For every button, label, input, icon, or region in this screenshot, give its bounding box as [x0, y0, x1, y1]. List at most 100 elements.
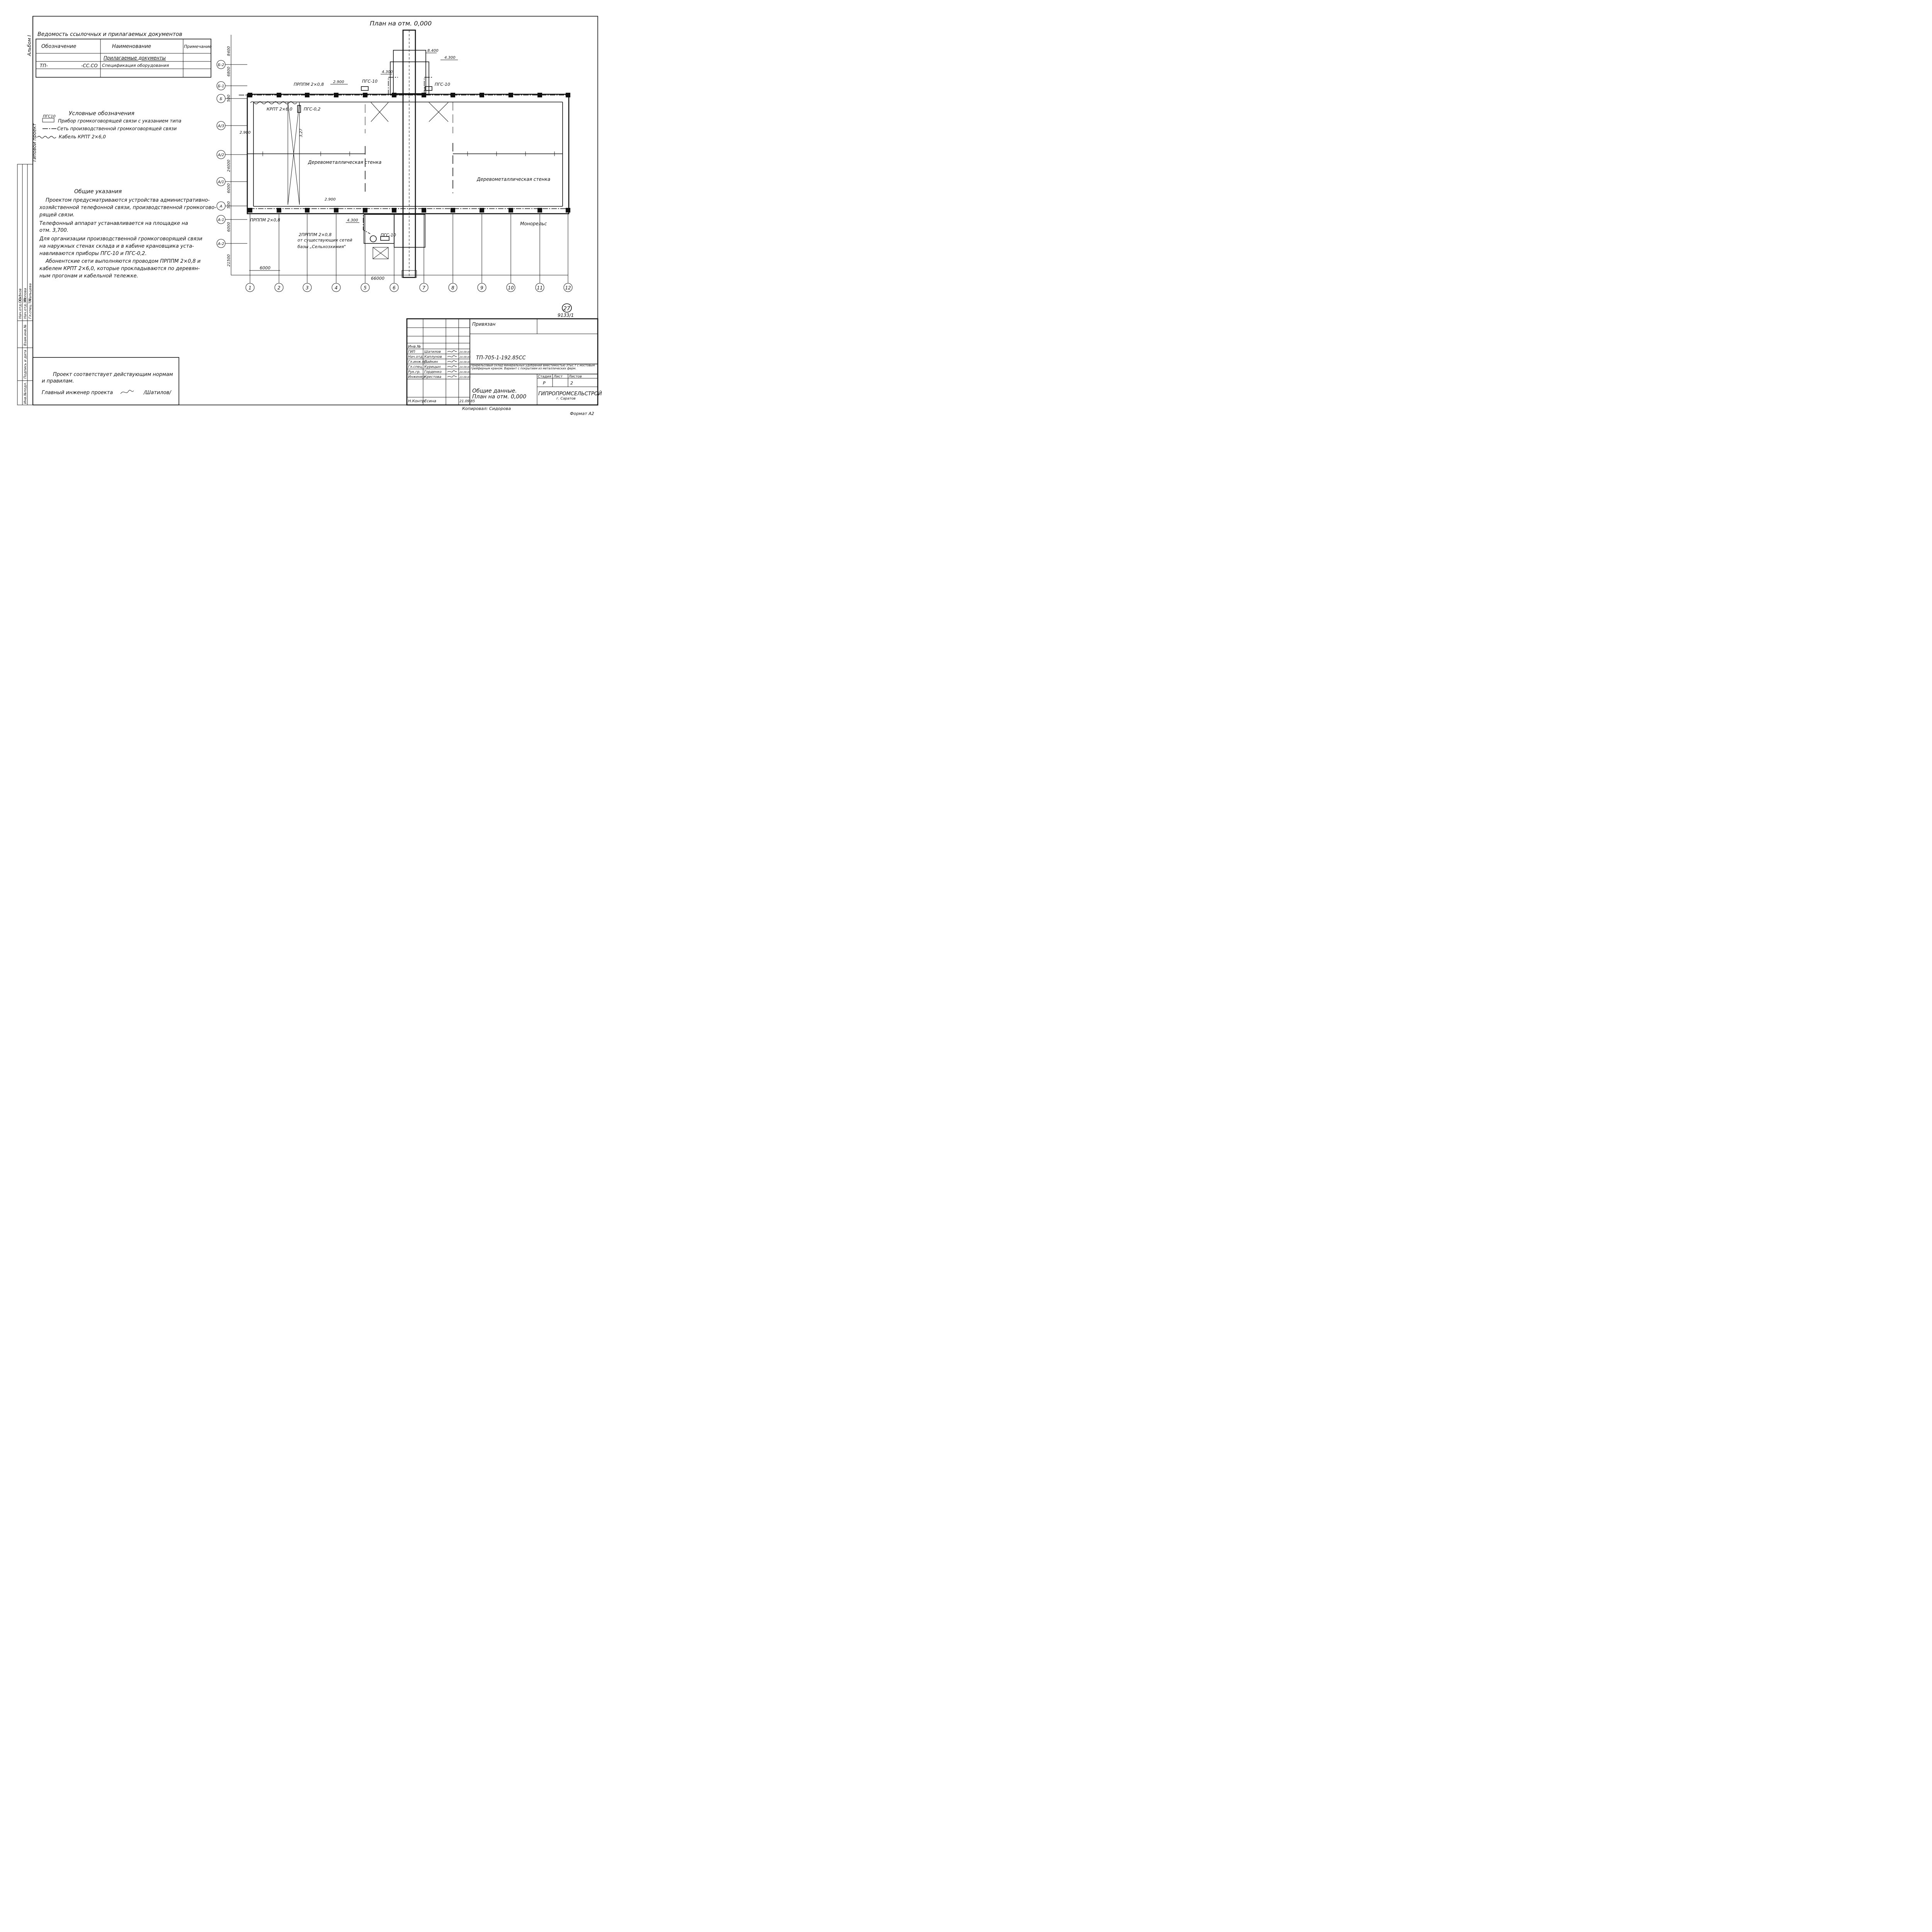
tb-stage-v1: 2 — [570, 381, 573, 386]
side-name-2: Мальцева — [29, 283, 32, 301]
row-axis-label: А/3 — [218, 124, 224, 128]
column-axis-label: 4 — [335, 285, 338, 291]
column-bottom-1 — [277, 208, 281, 213]
side-label-5: Инв.№подл. — [24, 382, 27, 404]
references-title: Ведомость ссылочных и прилагаемых докуме… — [37, 31, 182, 37]
legend-title: Условные обозначения — [69, 111, 134, 117]
label-pgs02: ПГС-0,2 — [304, 107, 321, 112]
column-axis-9: 10 — [506, 214, 515, 292]
row-axis-label: Б-2 — [218, 63, 224, 67]
label-ext-2: от существующих сетей — [298, 238, 352, 243]
signature-mark — [447, 375, 457, 378]
project-type-label: Типовой проект — [32, 123, 37, 162]
pgs-symbol-icon: ПГС10 — [42, 114, 56, 122]
side-name-1: Попова — [24, 288, 27, 301]
note-line-7: навливаются приборы ПГС-10 и ПГС-0,2. — [39, 251, 147, 257]
row-axis-7: А-1 — [216, 215, 247, 224]
row-axis-1: Б-1 — [216, 81, 247, 90]
ref-name: Спецификация оборудования — [102, 63, 169, 68]
dim-bottom-0: 6000 — [260, 265, 270, 270]
column-axis-11: 12 — [563, 214, 573, 292]
note-line-5: Для организации производственной громког… — [39, 236, 202, 242]
elev-8400: 8.400 — [427, 49, 439, 53]
column-bottom-10 — [537, 208, 542, 213]
compliance-line1: Проект соответствует действующим нормам — [53, 372, 173, 378]
row-axis-label: А-1 — [218, 218, 224, 222]
row-axis-6: А — [216, 201, 247, 211]
column-axis-7: 8 — [448, 214, 457, 292]
compliance-line3: Главный инженер проекта — [42, 390, 113, 396]
row-axis-label: Б-1 — [218, 84, 224, 88]
title-block: Привязан Инв.№ ТП-705-1-192.85СС Прирель… — [406, 318, 602, 406]
dim-left-3: 24000 — [227, 160, 231, 172]
staff-date: 24.09.85 — [459, 355, 471, 359]
tb-stage-h2: Листов — [568, 375, 582, 379]
column-axis-6: 7 — [419, 214, 429, 292]
label-prppm-top: ПРППМ 2×0,8 — [294, 82, 324, 87]
legend-item-0: Прибор громкоговорящей связи с указанием… — [58, 118, 181, 124]
side-label-3: Взам.инв.№ — [24, 325, 27, 346]
side-label-0: Нач.отд.СО-1 — [19, 294, 22, 319]
staff-name: Горденко — [424, 370, 442, 374]
drawing-sheet: Альбом I Типовой проект Нач.отд.СО-1 Нач… — [17, 16, 602, 416]
column-bottom-3 — [334, 208, 338, 213]
ref-header-name: Наименование — [112, 44, 151, 49]
sheet-number: 27 — [562, 303, 572, 313]
svg-text:ПГС10: ПГС10 — [43, 114, 56, 119]
column-axis-label: 11 — [537, 285, 543, 291]
staff-name: Каплунов — [424, 355, 442, 359]
compliance-signer: /Шатилов/ — [143, 390, 172, 396]
column-axis-0: 1 — [245, 214, 255, 292]
archive-number: 9133/1 — [558, 313, 574, 318]
staff-date: 24.09.85 — [459, 366, 471, 369]
dim-left-5: 500 — [227, 201, 231, 209]
column-axis-label: 10 — [508, 285, 514, 291]
row-axis-3: А/3 — [216, 121, 247, 130]
label-pgs10-b: ПГС-10 — [435, 82, 450, 87]
staff-role: Гл.спец. — [408, 365, 423, 369]
pgs-device-icon — [297, 86, 432, 242]
column-bottom-6 — [422, 208, 426, 213]
row-axis-label: А — [219, 204, 223, 209]
dim-left-0: 8400 — [227, 46, 231, 56]
row-axis-label: А/2 — [218, 153, 224, 157]
ref-header-note: Примечание — [184, 44, 212, 49]
format-label: Формат А2 — [570, 411, 594, 416]
legend-item-2: Кабель КРПТ 2×6,0 — [59, 134, 106, 139]
tb-org-name: ГИПРОПРОМСЕЛЬСТРОЙ — [538, 391, 602, 397]
crane-cable — [250, 101, 297, 104]
column-axis-label: 8 — [451, 285, 454, 291]
side-stamp: Нач.отд.СО-1 Нач.отд.ЭН Гл.спец.ТП Катко… — [17, 164, 33, 405]
column-axis-label: 2 — [277, 285, 281, 291]
note-line-1: хозяйственной телефонной связи, производ… — [39, 205, 216, 211]
label-prppm-bottom: ПРППМ 2×0,8 — [250, 218, 280, 223]
note-line-9: кабелем КРПТ 2×6,0, которые прокладывают… — [39, 266, 200, 272]
row-axis-4: А/2 — [216, 150, 247, 159]
side-label-2: Гл.спец.ТП — [29, 299, 32, 319]
signature-mark — [447, 365, 457, 367]
dim-left-1: 6800 — [227, 67, 231, 77]
staff-date: 24.09.85 — [459, 350, 471, 354]
column-bottom-2 — [305, 208, 310, 213]
row-axis-label: А-2 — [218, 242, 224, 246]
compliance-box: Проект соответствует действующим нормам … — [32, 357, 179, 405]
column-axis-label: 12 — [565, 285, 571, 291]
column-axis-label: 6 — [393, 285, 396, 291]
label-ext-3: базы „Сельхозхимия" — [298, 244, 346, 249]
ref-section: Прилагаемые документы — [104, 55, 166, 61]
label-pgs10-a: ПГС-10 — [362, 79, 378, 84]
elev-327: 3,27 — [299, 128, 303, 137]
column-bottom-7 — [451, 208, 455, 213]
staff-date: 23.09.85 — [459, 376, 471, 379]
references-table: Ведомость ссылочных и прилагаемых докуме… — [36, 31, 212, 78]
tb-stage-v0: Р — [543, 381, 546, 386]
column-axis-10: 11 — [535, 214, 544, 292]
elev-2900a: 2.900 — [333, 80, 344, 84]
row-axis-0: Б-2 — [216, 60, 247, 69]
staff-date: 24.09.85 — [459, 371, 471, 374]
